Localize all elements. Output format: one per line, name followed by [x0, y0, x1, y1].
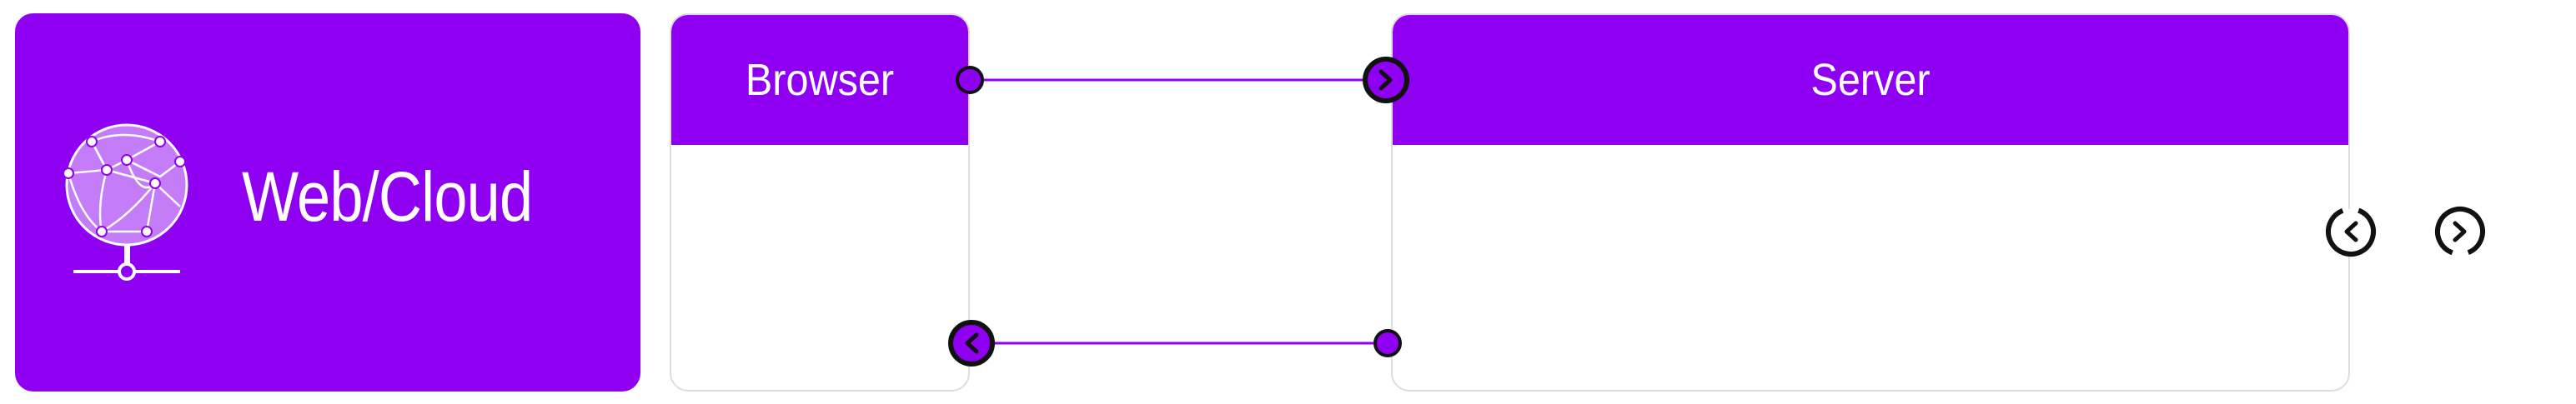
server-output-port[interactable] [1373, 329, 1402, 357]
chevron-right-icon[interactable] [1363, 57, 1409, 103]
request-connector [956, 57, 1409, 103]
browser-panel: Browser [670, 13, 970, 392]
browser-output-port[interactable] [956, 66, 984, 94]
globe-network-icon [63, 123, 188, 281]
browser-panel-title: Browser [745, 55, 895, 105]
browser-panel-header: Browser [671, 15, 968, 145]
response-connector [948, 320, 1402, 367]
server-panel: Server [1391, 13, 2350, 392]
web-cloud-card: Web/Cloud [15, 13, 640, 392]
cloud-card-title: Web/Cloud [242, 157, 533, 236]
chevron-right-circle-icon[interactable] [2431, 202, 2488, 260]
chevron-left-circle-icon[interactable] [2322, 202, 2379, 260]
server-panel-header: Server [1393, 15, 2348, 145]
server-panel-title: Server [1810, 55, 1931, 105]
chevron-left-icon[interactable] [948, 320, 995, 367]
